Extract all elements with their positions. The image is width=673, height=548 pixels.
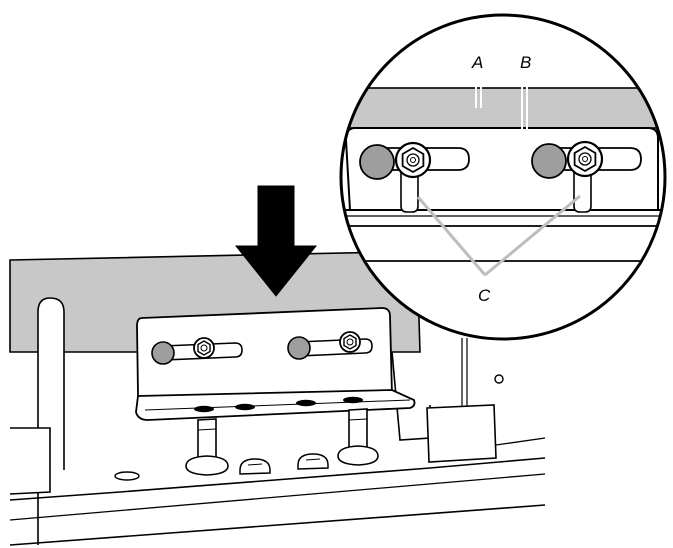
right-block	[426, 404, 497, 463]
leader-lines-c	[416, 194, 581, 277]
flange-hole	[194, 405, 214, 413]
flange-hole	[296, 399, 316, 407]
gap-indicator-a	[475, 86, 482, 108]
rail-screw	[297, 453, 329, 470]
flange-hole	[235, 403, 255, 411]
support-post-right	[337, 408, 379, 466]
base-rail	[9, 457, 546, 501]
flange-hole	[343, 396, 363, 404]
callout-b: B	[520, 53, 531, 72]
callout-c: C	[478, 286, 491, 305]
detail-magnifier: A B C	[339, 13, 667, 341]
rail-screw	[239, 458, 271, 475]
base-scene	[9, 185, 546, 546]
callout-a: A	[471, 53, 483, 72]
left-post	[37, 297, 65, 545]
support-post-left	[185, 418, 229, 476]
frame-hole	[494, 374, 504, 384]
zoom-bolt-right	[566, 140, 604, 178]
down-arrow-icon	[234, 185, 318, 297]
zoom-standoff-right	[573, 172, 592, 213]
magnifier-border	[339, 13, 667, 341]
gap-indicator-b	[521, 78, 528, 130]
zoom-bolt-left	[394, 141, 432, 179]
plate-bolt-right	[339, 331, 361, 353]
zoom-standoff-left	[400, 172, 419, 213]
rail-hole	[114, 471, 140, 481]
plate-bolt-left	[193, 337, 215, 359]
